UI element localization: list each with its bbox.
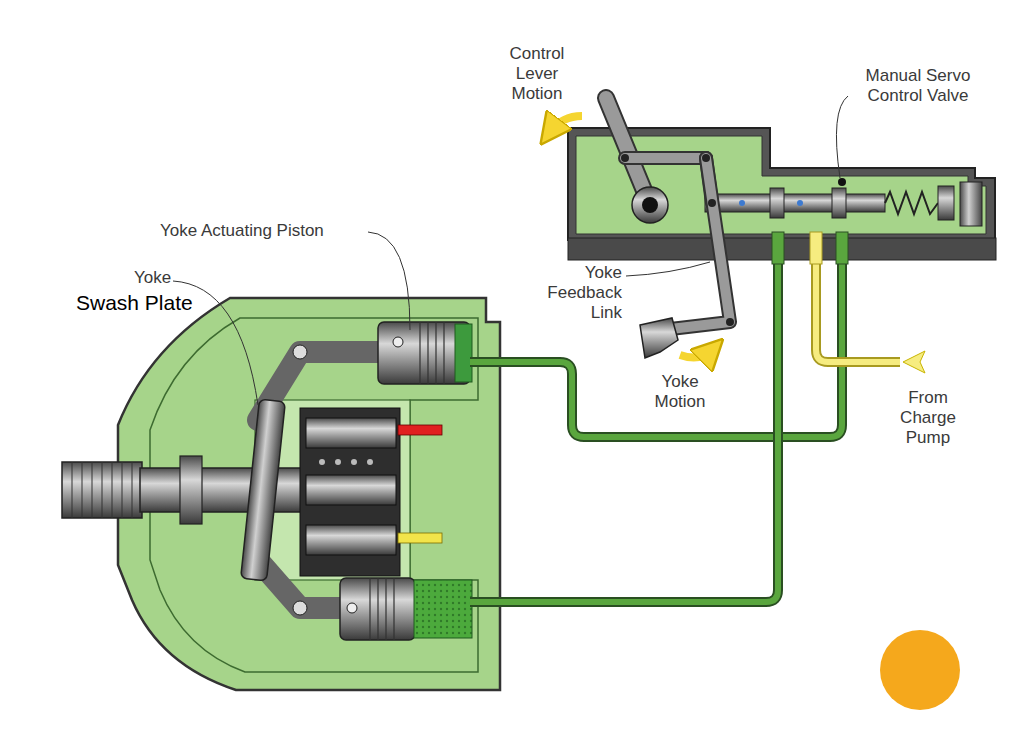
housing-inner-line	[150, 318, 478, 672]
yoke-pin	[293, 345, 307, 359]
valve-port	[772, 232, 784, 264]
piston-grooves	[370, 578, 394, 640]
cylinder-block	[300, 408, 400, 576]
spline-teeth	[72, 462, 132, 518]
link-pin	[702, 154, 710, 162]
pivot-hole	[642, 197, 658, 213]
pump-piston	[306, 418, 396, 448]
piston-grooves	[420, 322, 444, 384]
servo-line	[470, 240, 842, 437]
spool-land	[832, 188, 846, 218]
lever-pivot	[632, 187, 668, 223]
servo-chamber	[455, 324, 472, 382]
part-label: Manual Servo Control Valve	[843, 66, 993, 106]
link-pin	[621, 154, 629, 162]
orange-dot	[880, 630, 960, 710]
leader-line	[626, 262, 710, 276]
servo-chamber	[414, 580, 472, 638]
part-label: Yoke	[134, 268, 194, 288]
part-label: From Charge Pump	[888, 388, 968, 448]
lever-link-outline	[625, 151, 706, 165]
spool-dot	[797, 200, 803, 206]
valve-port	[836, 232, 848, 264]
part-label: Yoke Motion	[645, 372, 715, 412]
valve-spool	[705, 194, 885, 212]
leader-line	[836, 96, 848, 178]
motion-arrow	[550, 116, 582, 132]
spool-land	[770, 188, 784, 218]
centering-spring	[885, 192, 938, 214]
leader-line	[368, 232, 410, 330]
part-label: Swash Plate	[76, 290, 236, 315]
piston-pin	[393, 337, 403, 347]
part-label: Yoke Actuating Piston	[160, 221, 390, 241]
pump-housing	[118, 298, 500, 690]
yoke-pin	[293, 601, 307, 615]
swash-plate	[241, 399, 286, 581]
lever-link	[625, 153, 706, 163]
feedback-link	[662, 158, 730, 330]
valve-end-cap	[960, 182, 982, 226]
part-label: Control Lever Motion	[497, 44, 577, 104]
yoke-actuating-piston	[340, 578, 415, 640]
spool-dot	[739, 200, 745, 206]
valve-port	[810, 232, 822, 264]
pump-piston	[306, 475, 396, 505]
yoke-follower	[640, 318, 678, 358]
flow-arrow	[903, 351, 925, 373]
motion-arrow	[680, 350, 712, 358]
spring-seat	[938, 186, 954, 220]
drive-shaft	[140, 468, 310, 512]
block-holes	[319, 459, 373, 465]
charge-pressure-port	[398, 533, 442, 543]
link-pin	[708, 199, 716, 207]
part-label: Yoke Feedback Link	[515, 263, 622, 323]
leader-dot	[838, 178, 846, 186]
shaft-bearing	[180, 456, 202, 524]
link-pin	[726, 318, 734, 326]
feedback-link-outline	[662, 158, 730, 330]
piston-pin	[347, 603, 357, 613]
shaft-spline	[62, 462, 142, 518]
high-pressure-port	[398, 425, 442, 435]
pump-piston	[306, 525, 396, 555]
servo-line-outline	[470, 240, 842, 437]
